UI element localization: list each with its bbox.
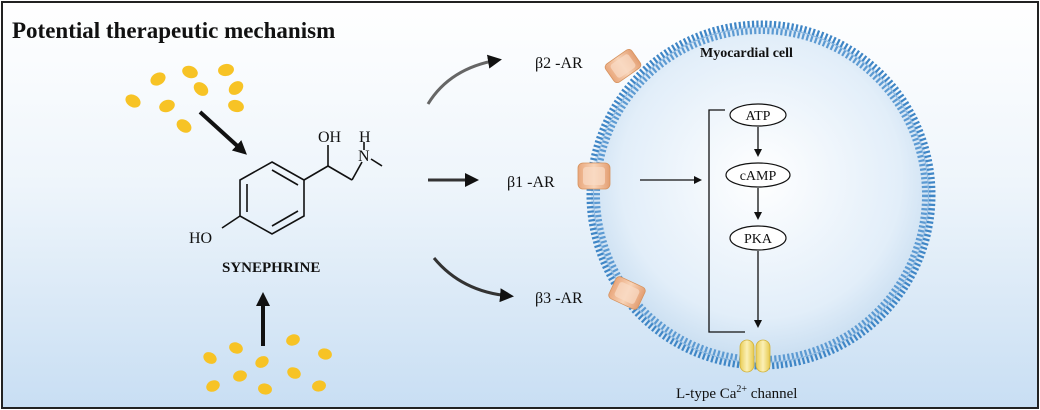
channel-label: L-type Ca2+ channel <box>676 384 797 402</box>
cell-membrane-inner <box>594 28 928 362</box>
n-label: N <box>358 148 370 165</box>
particle <box>228 81 244 95</box>
h-label: H <box>359 129 371 146</box>
pathway-bracket <box>708 109 745 333</box>
particle <box>255 356 269 368</box>
particle <box>150 72 166 86</box>
synephrine-particles-top <box>125 63 244 133</box>
particle <box>258 383 272 395</box>
figure-title: Potential therapeutic mechanism <box>12 18 335 43</box>
arrow-to-beta2 <box>426 54 502 105</box>
molecule-name: SYNEPHRINE <box>222 260 320 276</box>
beta2-receptor-label: β2 -AR <box>535 55 583 72</box>
particles-to-synephrine-arrow <box>198 110 247 155</box>
beta2-receptor <box>604 48 642 84</box>
arrow-to-beta3 <box>432 257 514 303</box>
particle <box>228 99 244 113</box>
ring-double-bond <box>271 210 299 227</box>
beta1-receptor <box>577 162 611 190</box>
ho-label: HO <box>189 230 212 247</box>
particle <box>286 334 300 346</box>
oh-label: OH <box>318 129 342 146</box>
pka-label: PKA <box>744 232 773 247</box>
particle <box>176 119 192 133</box>
particle <box>233 370 247 382</box>
beta3-receptor-label: β3 -AR <box>535 290 583 307</box>
beta3-receptor <box>608 276 646 310</box>
atp-node <box>729 103 787 127</box>
particle <box>182 65 198 79</box>
atp-label: ATP <box>746 109 771 124</box>
beta1-receptor-label: β1 -AR <box>507 174 555 191</box>
l-type-calcium-channel <box>739 339 771 373</box>
particle <box>203 352 217 364</box>
camp-node <box>725 162 791 188</box>
ho-bond <box>221 215 241 229</box>
particle <box>125 94 141 108</box>
pka-node <box>729 225 787 251</box>
cell-label: Myocardial cell <box>700 46 793 61</box>
methyl-bond <box>370 158 383 167</box>
myocardial-cell <box>591 25 931 365</box>
particle <box>287 367 301 379</box>
camp-label: cAMP <box>740 169 777 184</box>
particle <box>312 380 326 392</box>
side-chain-bond <box>327 165 353 181</box>
amine-bond <box>351 161 363 181</box>
particle <box>229 342 243 354</box>
side-chain-bond <box>303 165 329 181</box>
channel-label-prefix: L-type Ca <box>676 386 737 402</box>
synephrine-particles-bottom <box>203 334 332 395</box>
particle <box>206 380 220 392</box>
particle <box>318 348 332 360</box>
channel-label-suffix: channel <box>747 386 797 402</box>
synephrine-structure <box>221 142 383 235</box>
ring-double-bond <box>271 169 299 186</box>
particle <box>159 99 175 113</box>
particle <box>193 82 209 96</box>
channel-label-superscript: 2+ <box>736 384 747 395</box>
particle <box>218 63 234 77</box>
